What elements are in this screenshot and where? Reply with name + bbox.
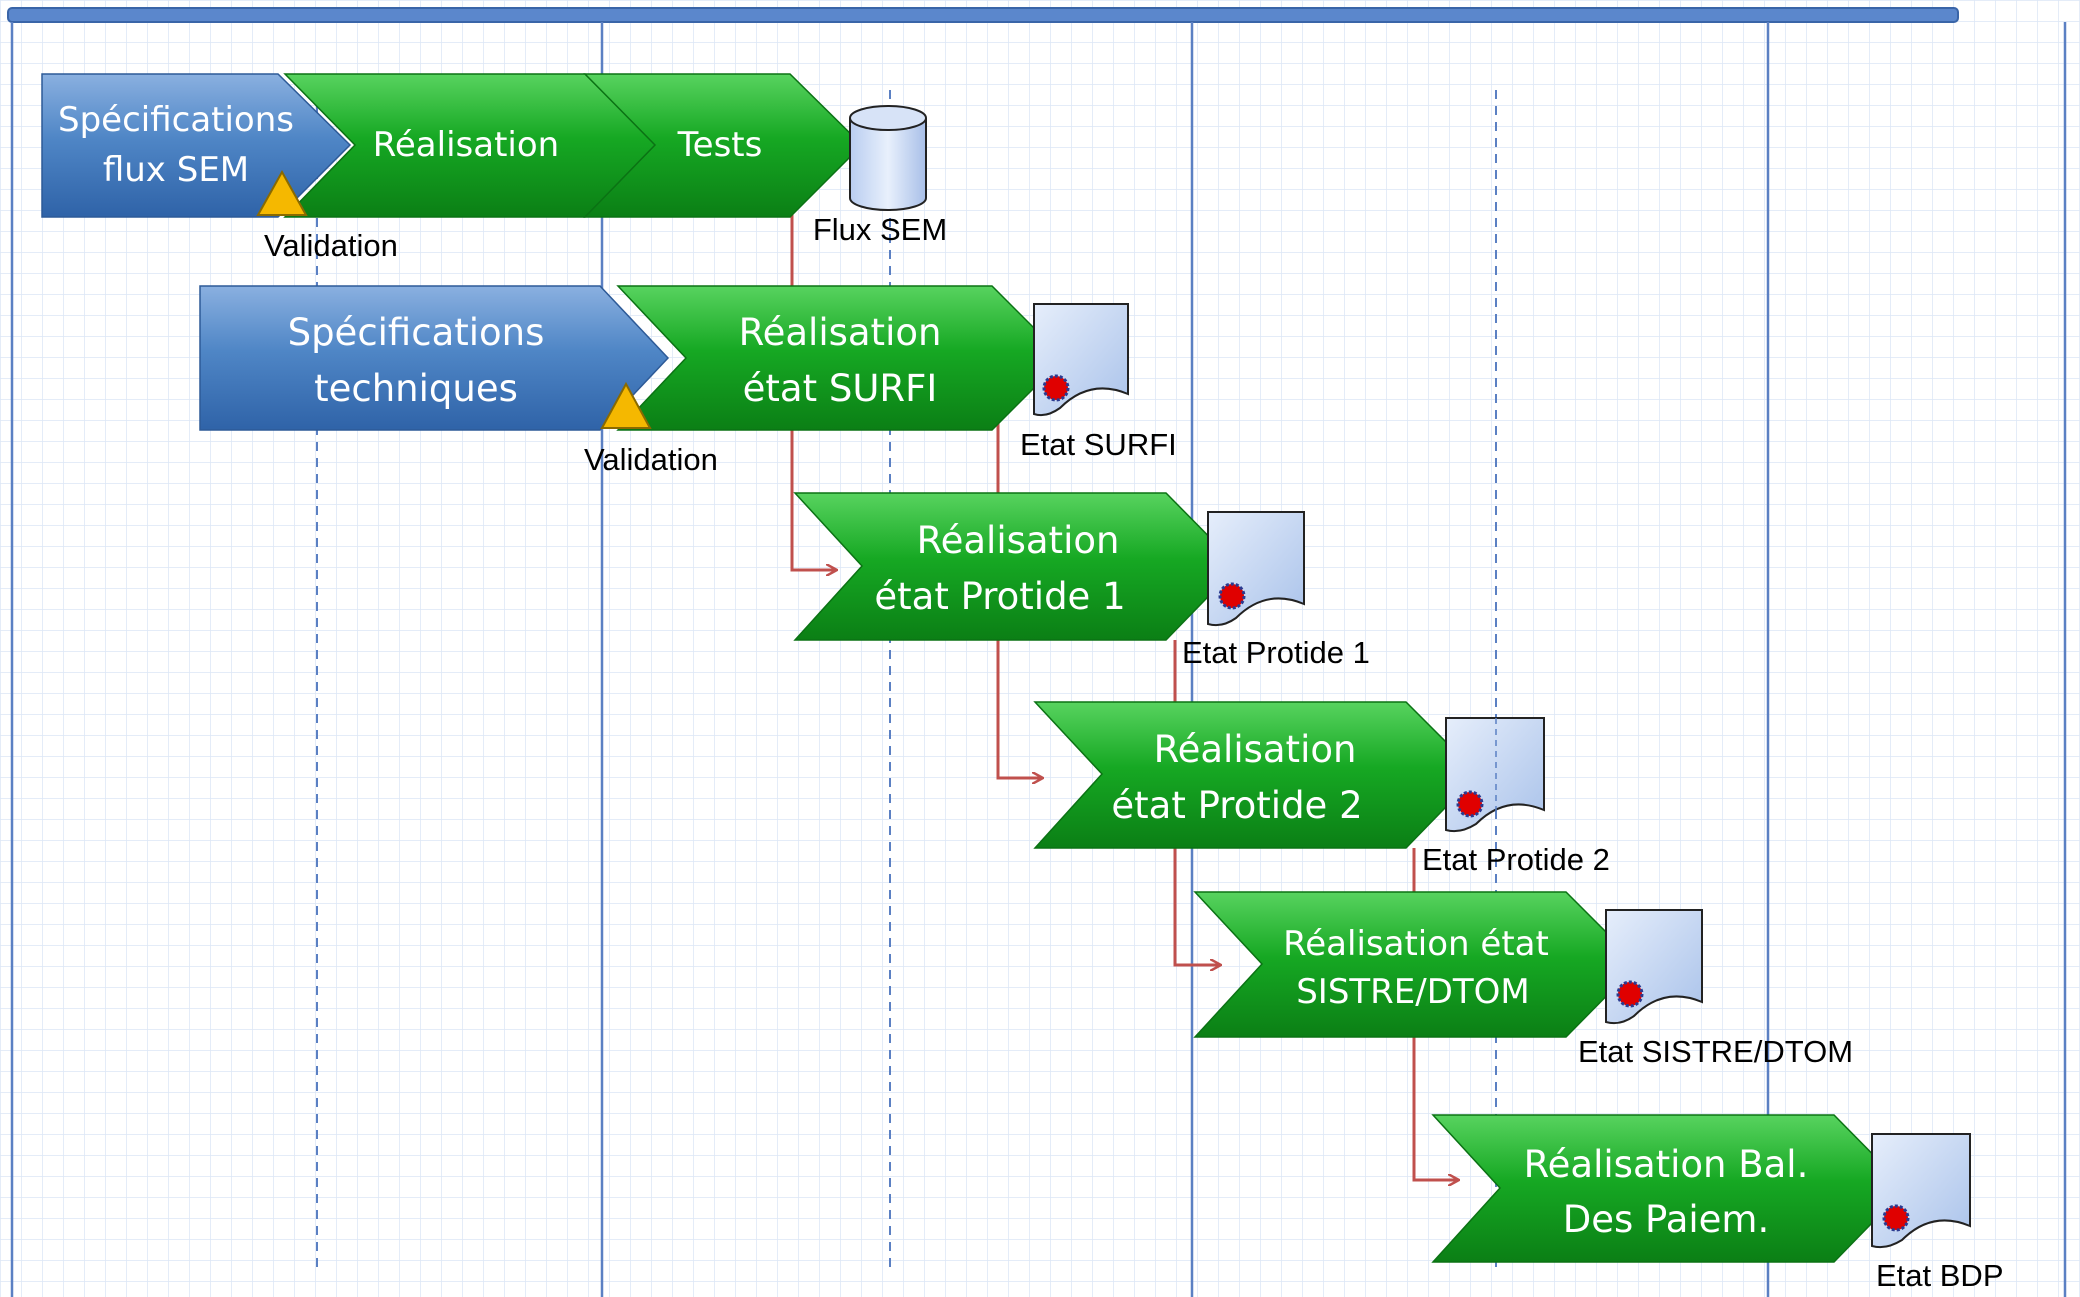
- chevron-realisation-protide1-line1: Réalisation: [917, 519, 1120, 562]
- document-label: Etat BDP: [1876, 1258, 2004, 1293]
- database-icon: [849, 105, 927, 211]
- chevron-spec-flux-sem: [41, 73, 352, 218]
- lane-lines: [10, 22, 2067, 1297]
- row-1: Spécifications flux SEM Réalisation Test…: [41, 73, 947, 263]
- row-4: Réalisation état Protide 2 Etat Protide …: [1033, 701, 1610, 877]
- milestone-icon: [256, 169, 308, 216]
- document-label: Etat SURFI: [1020, 427, 1177, 462]
- row-2: Spécifications techniques Réalisation ét…: [199, 285, 1177, 477]
- document-icon: [1207, 511, 1305, 627]
- chevron-realisation-label: Réalisation: [373, 125, 559, 165]
- chevron-realisation-bdp-line2: Des Paiem.: [1563, 1198, 1769, 1241]
- chevron-spec-techniques: [199, 285, 670, 431]
- top-bar: [7, 7, 1959, 23]
- document-label: Etat Protide 1: [1182, 635, 1370, 670]
- milestone-icon: [600, 381, 652, 429]
- milestone-label: Validation: [584, 442, 718, 477]
- chevron-realisation-surfi-line1: Réalisation: [739, 311, 942, 354]
- chevron-realisation-protide2-line2: état Protide 2: [1111, 784, 1362, 827]
- document-label: Etat SISTRE/DTOM: [1578, 1034, 1853, 1069]
- chevron-tests-label: Tests: [677, 125, 763, 165]
- document-label: Etat Protide 2: [1422, 842, 1610, 877]
- chevron-realisation-protide2-line1: Réalisation: [1154, 728, 1357, 771]
- chevron-realisation-surfi-line2: état SURFI: [743, 367, 938, 410]
- document-icon: [1605, 909, 1703, 1025]
- chevron-realisation-protide1: [793, 492, 1240, 641]
- chevron-tests: [583, 73, 864, 218]
- document-icon: [1445, 717, 1545, 833]
- document-icon: [1033, 303, 1129, 417]
- database-label: Flux SEM: [813, 212, 947, 247]
- chevron-realisation-sistre: [1193, 891, 1640, 1038]
- chevron-realisation-protide1-line2: état Protide 1: [874, 575, 1125, 618]
- chevron-realisation-sistre-line2: SISTRE/DTOM: [1296, 972, 1530, 1012]
- chevron-spec-flux-sem-line2: flux SEM: [103, 150, 249, 190]
- chevron-realisation-bdp-line1: Réalisation Bal.: [1524, 1143, 1809, 1186]
- chevron-spec-flux-sem-line1: Spécifications: [58, 100, 294, 140]
- milestone-label: Validation: [264, 228, 398, 263]
- row-6: Réalisation Bal. Des Paiem. Etat BDP: [1431, 1114, 2004, 1293]
- chevron-realisation-sistre-line1: Réalisation état: [1283, 924, 1549, 964]
- row-3: Réalisation état Protide 1 Etat Protide …: [793, 492, 1370, 670]
- chevron-spec-techniques-line1: Spécifications: [288, 311, 545, 354]
- chevron-realisation-protide2: [1033, 701, 1480, 849]
- document-icon: [1871, 1133, 1971, 1249]
- chevron-realisation-surfi: [616, 285, 1066, 431]
- row-5: Réalisation état SISTRE/DTOM Etat SISTRE…: [1193, 891, 1853, 1069]
- chevron-spec-techniques-line2: techniques: [314, 367, 518, 410]
- chevron-realisation-bdp: [1431, 1114, 1908, 1263]
